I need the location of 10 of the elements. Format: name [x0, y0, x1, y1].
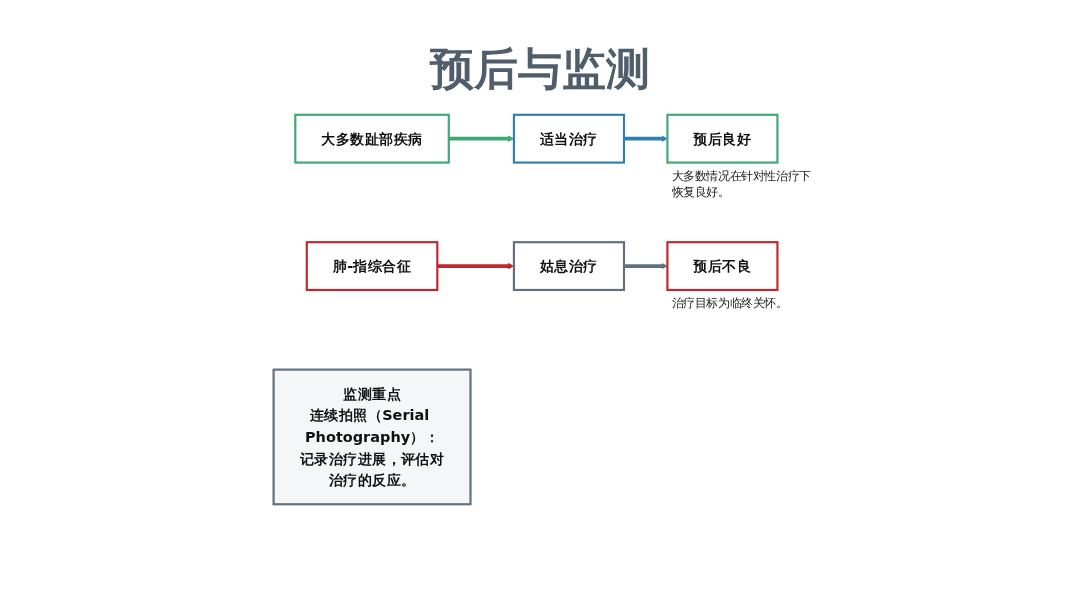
process-box: 大多数趾部疾病 [294, 113, 450, 164]
process-box: 适当治疗 [512, 113, 626, 164]
process-box: 预后不良 [666, 241, 779, 292]
process-box: 预后良好 [666, 113, 779, 164]
note-text: 大多数情况在针对性治疗下恢复良好。 [671, 168, 812, 200]
title: 预后与监测 [428, 42, 651, 96]
process-box: 姑息治疗 [512, 241, 626, 292]
process-box: 肺-指综合征 [305, 241, 439, 292]
process-box: 监测重点 连续拍照（Serial Photography）： 记录治疗进展，评估对治疗的反应。 [272, 368, 472, 506]
note-text: 治疗目标为临终关怀。 [671, 295, 788, 312]
